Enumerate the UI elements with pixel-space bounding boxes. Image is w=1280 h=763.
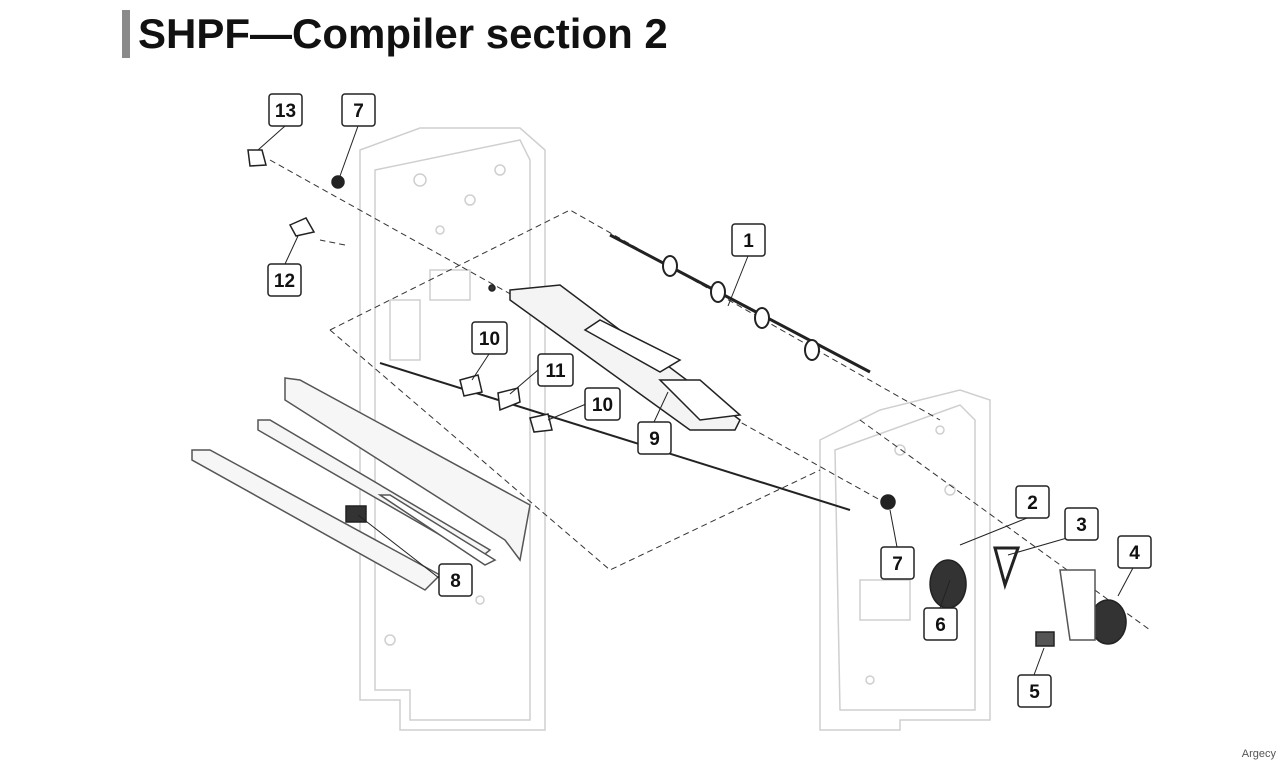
footer-brand: Argecy bbox=[1241, 748, 1276, 760]
callout-12: 12 bbox=[267, 263, 302, 297]
small-parts bbox=[247, 149, 1127, 647]
compiler-guide-plate bbox=[509, 284, 742, 431]
roller-shaft bbox=[379, 233, 871, 511]
callout-4: 4 bbox=[1117, 535, 1152, 569]
callout-label: 4 bbox=[1129, 543, 1140, 564]
callout-7: 7 bbox=[341, 93, 376, 127]
callout-label: 8 bbox=[450, 571, 461, 592]
callout-label: 3 bbox=[1076, 515, 1087, 536]
right-frame-panel bbox=[819, 389, 991, 731]
page-title: SHPF—Compiler section 2 bbox=[138, 10, 668, 57]
callout-label: 1 bbox=[743, 231, 754, 252]
callout-8: 8 bbox=[438, 563, 473, 597]
callout-label: 7 bbox=[353, 101, 364, 122]
callout-label: 2 bbox=[1027, 493, 1038, 514]
callout-label: 13 bbox=[275, 101, 296, 122]
callout-7: 7 bbox=[880, 546, 915, 580]
callout-label: 10 bbox=[479, 329, 500, 350]
callout-5: 5 bbox=[1017, 674, 1052, 708]
callout-10: 10 bbox=[584, 387, 621, 421]
left-frame-panel bbox=[359, 127, 546, 731]
callout-1: 1 bbox=[731, 223, 766, 257]
callout-label: 7 bbox=[892, 554, 903, 575]
callout-6: 6 bbox=[923, 607, 958, 641]
callout-11: 11 bbox=[537, 353, 574, 387]
callout-label: 11 bbox=[545, 361, 566, 382]
callout-10: 10 bbox=[471, 321, 508, 355]
leader-lines bbox=[257, 125, 1135, 676]
title-accent-bar bbox=[122, 10, 130, 58]
callout-label: 12 bbox=[274, 271, 295, 292]
callout-label: 10 bbox=[592, 395, 613, 416]
callout-9: 9 bbox=[637, 421, 672, 455]
callout-label: 9 bbox=[649, 429, 660, 450]
callout-label: 6 bbox=[935, 615, 946, 636]
rail-assembly bbox=[191, 377, 531, 591]
callout-label: 5 bbox=[1029, 682, 1040, 703]
callout-13: 13 bbox=[268, 93, 303, 127]
callout-3: 3 bbox=[1064, 507, 1099, 541]
callout-2: 2 bbox=[1015, 485, 1050, 519]
